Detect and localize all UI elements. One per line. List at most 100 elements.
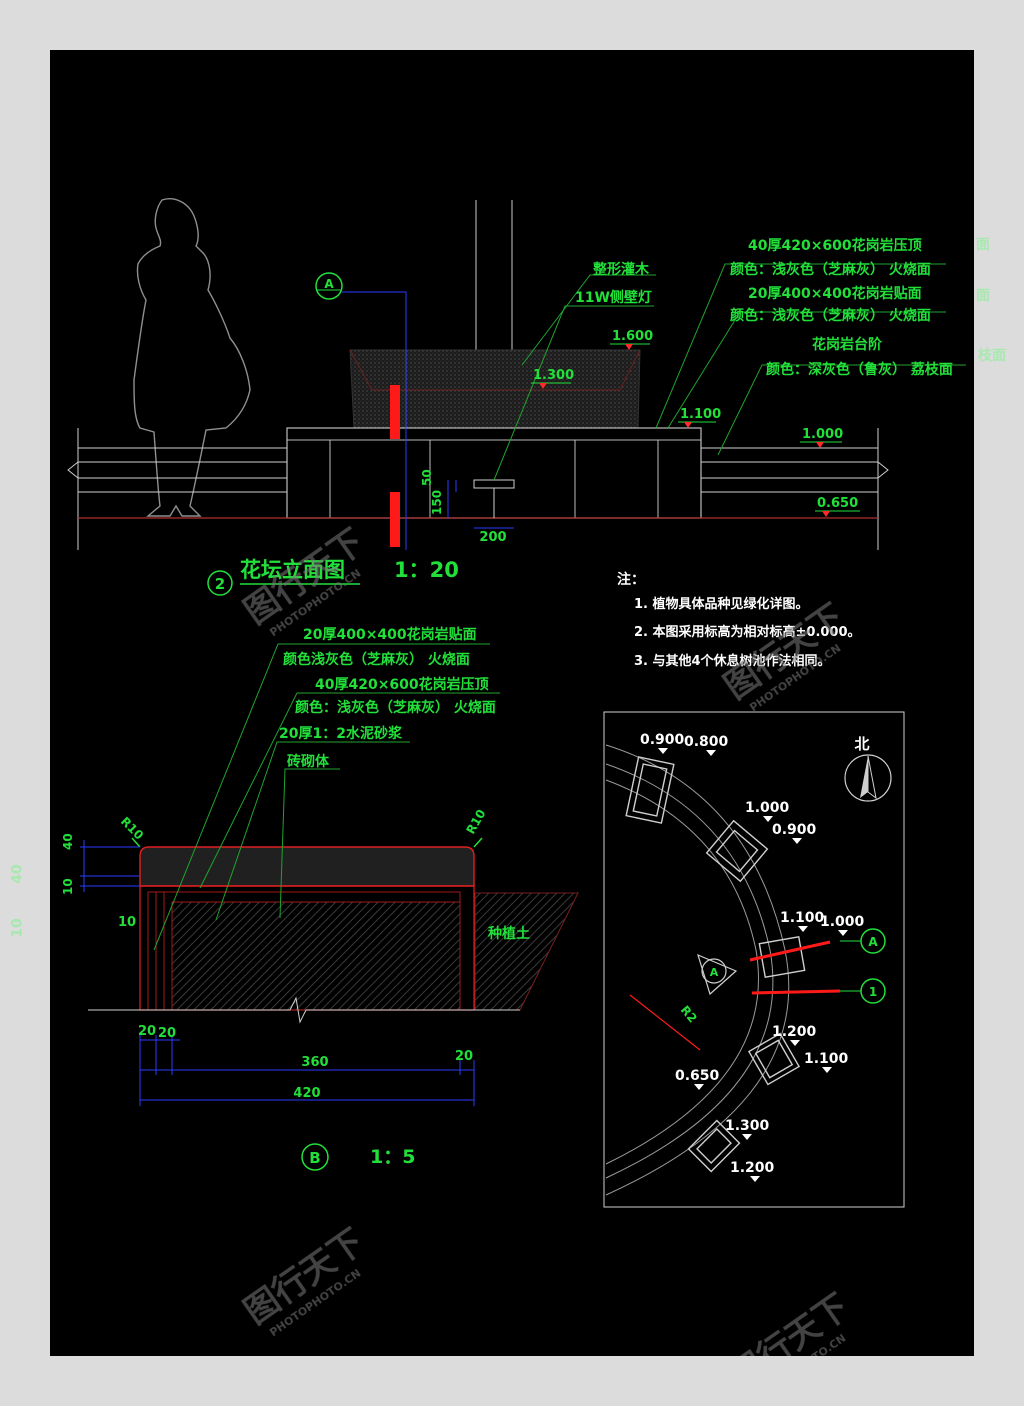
dim-420: 420 [293,1086,320,1101]
dim-150: 150 [430,490,444,515]
plan-callout-label: A [710,966,719,979]
plan-level: 1.000 [820,914,865,930]
callout-label: A [324,277,334,291]
label-section-cladding-color: 颜色浅灰色（芝麻灰） 火烧面 [283,651,470,668]
label-cladding: 20厚400×400花岗岩贴面 [748,285,922,302]
section-line [342,291,407,550]
section-title-label: B [309,1149,320,1167]
drawing-number: 2 [215,575,225,593]
north-arrow-icon [860,756,868,798]
wall-light [473,479,515,489]
note-item: 2. 本图采用标高为相对标高±0.000。 [634,624,861,640]
elevation-title: 花坛立面图 [240,558,345,582]
edge-fragment: 面 [976,237,990,253]
plan-levels: 0.900 0.800 1.000 0.900 1.100 1.000 1.20… [640,732,865,1182]
notes-heading: 注： [617,571,645,588]
plan-level: 0.900 [772,822,817,838]
label-section-cladding: 20厚400×400花岗岩贴面 [303,626,477,643]
plan-section-mark [749,940,831,962]
coping-stone [139,846,475,887]
plan-level: 1.300 [725,1118,770,1134]
plan-level: 0.900 [640,732,685,748]
plan-frame [603,711,905,1208]
dim-360: 360 [301,1055,328,1070]
dim-20-a: 20 [138,1024,156,1039]
section-horizontal-dims [139,1035,475,1106]
note-item: 3. 与其他4个休息树池作法相同。 [634,653,831,669]
plan-level: 1.100 [804,1051,849,1067]
radius-line [629,994,701,1051]
plan-level: 0.800 [684,734,729,750]
dim-20-b: 20 [158,1026,176,1041]
level-1100: 1.100 [680,407,721,422]
label-wall-light: 11W侧壁灯 [575,289,652,306]
note-item: 1. 植物具体品种见绿化详图。 [634,596,809,612]
label-mortar: 20厚1：2水泥砂浆 [279,725,403,742]
dim-20-c: 20 [455,1049,473,1064]
radius-right: R10 [463,807,488,836]
label-coping: 40厚420×600花岗岩压顶 [748,237,922,254]
level-1000: 1.000 [802,427,843,442]
plan-arcs [605,744,790,1196]
plan-callout-label: 1 [869,985,877,999]
elevation-view: A 200 150 50 整形灌木 11W侧壁灯 40厚420×600花岗岩压顶… [67,198,966,596]
elevation-levels: 1.600 1.300 1.100 1.000 0.650 [531,329,860,517]
label-soil: 种植土 [487,925,530,942]
light-dimensions [447,480,514,529]
label-section-coping: 40厚420×600花岗岩压顶 [315,676,489,693]
plan-section-mark [751,989,841,995]
plan-level: 1.200 [772,1024,817,1040]
edge-fragment: 面 [976,288,990,304]
edge-fragment: 枝面 [978,348,1006,364]
break-marks [67,460,889,480]
north-arrow-circle [844,754,892,802]
drawing-sheet: A 200 150 50 整形灌木 11W侧壁灯 40厚420×600花岗岩压顶… [50,50,974,1356]
level-1600: 1.600 [612,329,653,344]
section-b-view: 20厚400×400花岗岩贴面 颜色浅灰色（芝麻灰） 火烧面 40厚420×60… [61,626,579,1171]
section-callout[interactable] [315,272,343,300]
plan-level: 1.000 [745,800,790,816]
edge-fragment: 40 [9,864,26,884]
label-coping-color: 颜色：浅灰色（芝麻灰） 火烧面 [730,261,931,278]
dim-10b: 10 [118,915,136,930]
section-scale: 1：5 [370,1146,415,1168]
label-shrub: 整形灌木 [592,261,650,278]
plan-benches [625,756,806,1173]
plan-level: 1.200 [730,1160,775,1176]
plan-callout-label: A [868,935,878,949]
label-step-color: 颜色：深灰色（鲁灰） 荔枝面 [766,361,953,378]
section-title-circle [301,1143,329,1171]
plan-level: 1.100 [780,910,825,926]
shrub-bed-line [349,349,641,391]
planting-soil [474,892,579,1011]
section-cut-bar [390,385,400,439]
dim-50: 50 [420,469,434,486]
dim-40: 40 [61,833,75,850]
dim-200: 200 [479,530,506,545]
label-cladding-color: 颜色：浅灰色（芝麻灰） 火烧面 [730,307,931,324]
cad-drawing: A 200 150 50 整形灌木 11W侧壁灯 40厚420×600花岗岩压顶… [61,198,966,1356]
label-brick: 砖砌体 [287,753,330,770]
step-lines [77,428,879,550]
north-label: 北 [854,735,869,753]
dim-10: 10 [61,878,75,895]
person-silhouette [133,198,251,517]
plan-callout-view[interactable] [701,958,727,984]
section-vertical-dims [80,840,140,892]
edge-fragment: 10 [9,918,26,938]
brick-core [171,901,461,1011]
radius-label: R2 [678,1003,700,1025]
drawing-number-circle [207,570,233,596]
section-leaders [153,643,500,951]
section-cut-bar [390,492,400,547]
label-step: 花岗岩台阶 [812,336,883,353]
plan-level: 0.650 [675,1068,720,1084]
level-1300: 1.300 [533,368,574,383]
level-0650: 0.650 [817,496,858,511]
elevation-leaders [493,263,966,481]
label-section-coping-color: 颜色：浅灰色（芝麻灰） 火烧面 [295,699,496,716]
section-ground [88,996,520,1024]
notes-block: 注： 1. 植物具体品种见绿化详图。 2. 本图采用标高为相对标高±0.000。… [617,571,861,669]
elevation-scale: 1：20 [394,558,459,582]
plan-view: R2 A 1 A 北 0.900 0.800 1.000 0.900 1.100… [603,711,905,1208]
